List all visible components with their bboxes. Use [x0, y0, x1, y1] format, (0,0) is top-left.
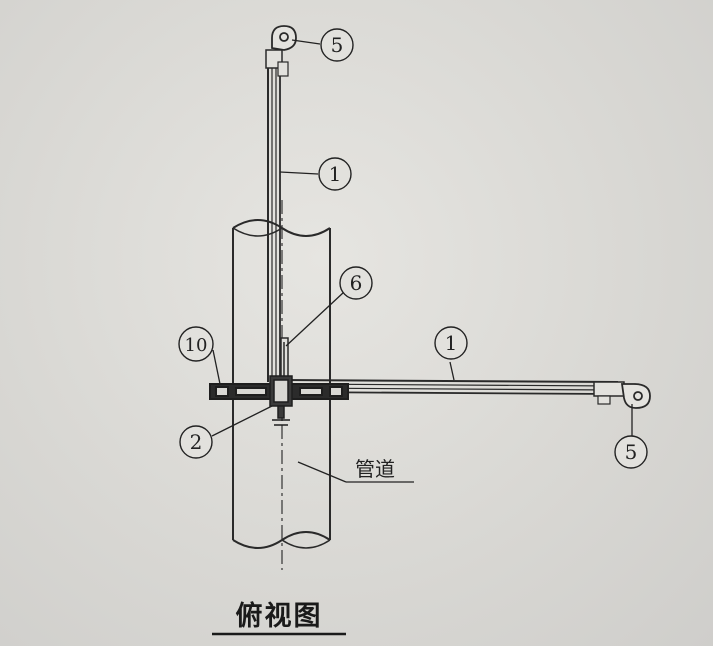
part-2-bolt — [269, 375, 293, 426]
callout-2-text: 2 — [190, 430, 203, 454]
callout-6: 6 — [339, 266, 373, 300]
right-end-fitting — [620, 383, 651, 409]
callout-5-right: 5 — [614, 435, 648, 469]
callout-1-vertical-text: 1 — [329, 162, 342, 186]
callout-10: 10 — [178, 326, 214, 362]
view-title: 俯视图 — [236, 600, 323, 632]
callout-1-vertical: 1 — [318, 157, 352, 191]
callout-1-horizontal-text: 1 — [445, 331, 458, 355]
callout-10-text: 10 — [185, 335, 208, 356]
callout-5-right-text: 5 — [625, 440, 638, 464]
top-end-fitting — [271, 25, 297, 51]
callout-5-top: 5 — [320, 28, 354, 62]
pipe-label: 管道 — [355, 457, 395, 481]
vertical-arm — [265, 49, 289, 382]
leader-lines — [211, 39, 633, 483]
callout-1-horizontal: 1 — [434, 326, 468, 360]
callout-2: 2 — [179, 425, 213, 459]
callout-5-top-text: 5 — [331, 33, 344, 57]
callout-6-text: 6 — [350, 271, 363, 295]
